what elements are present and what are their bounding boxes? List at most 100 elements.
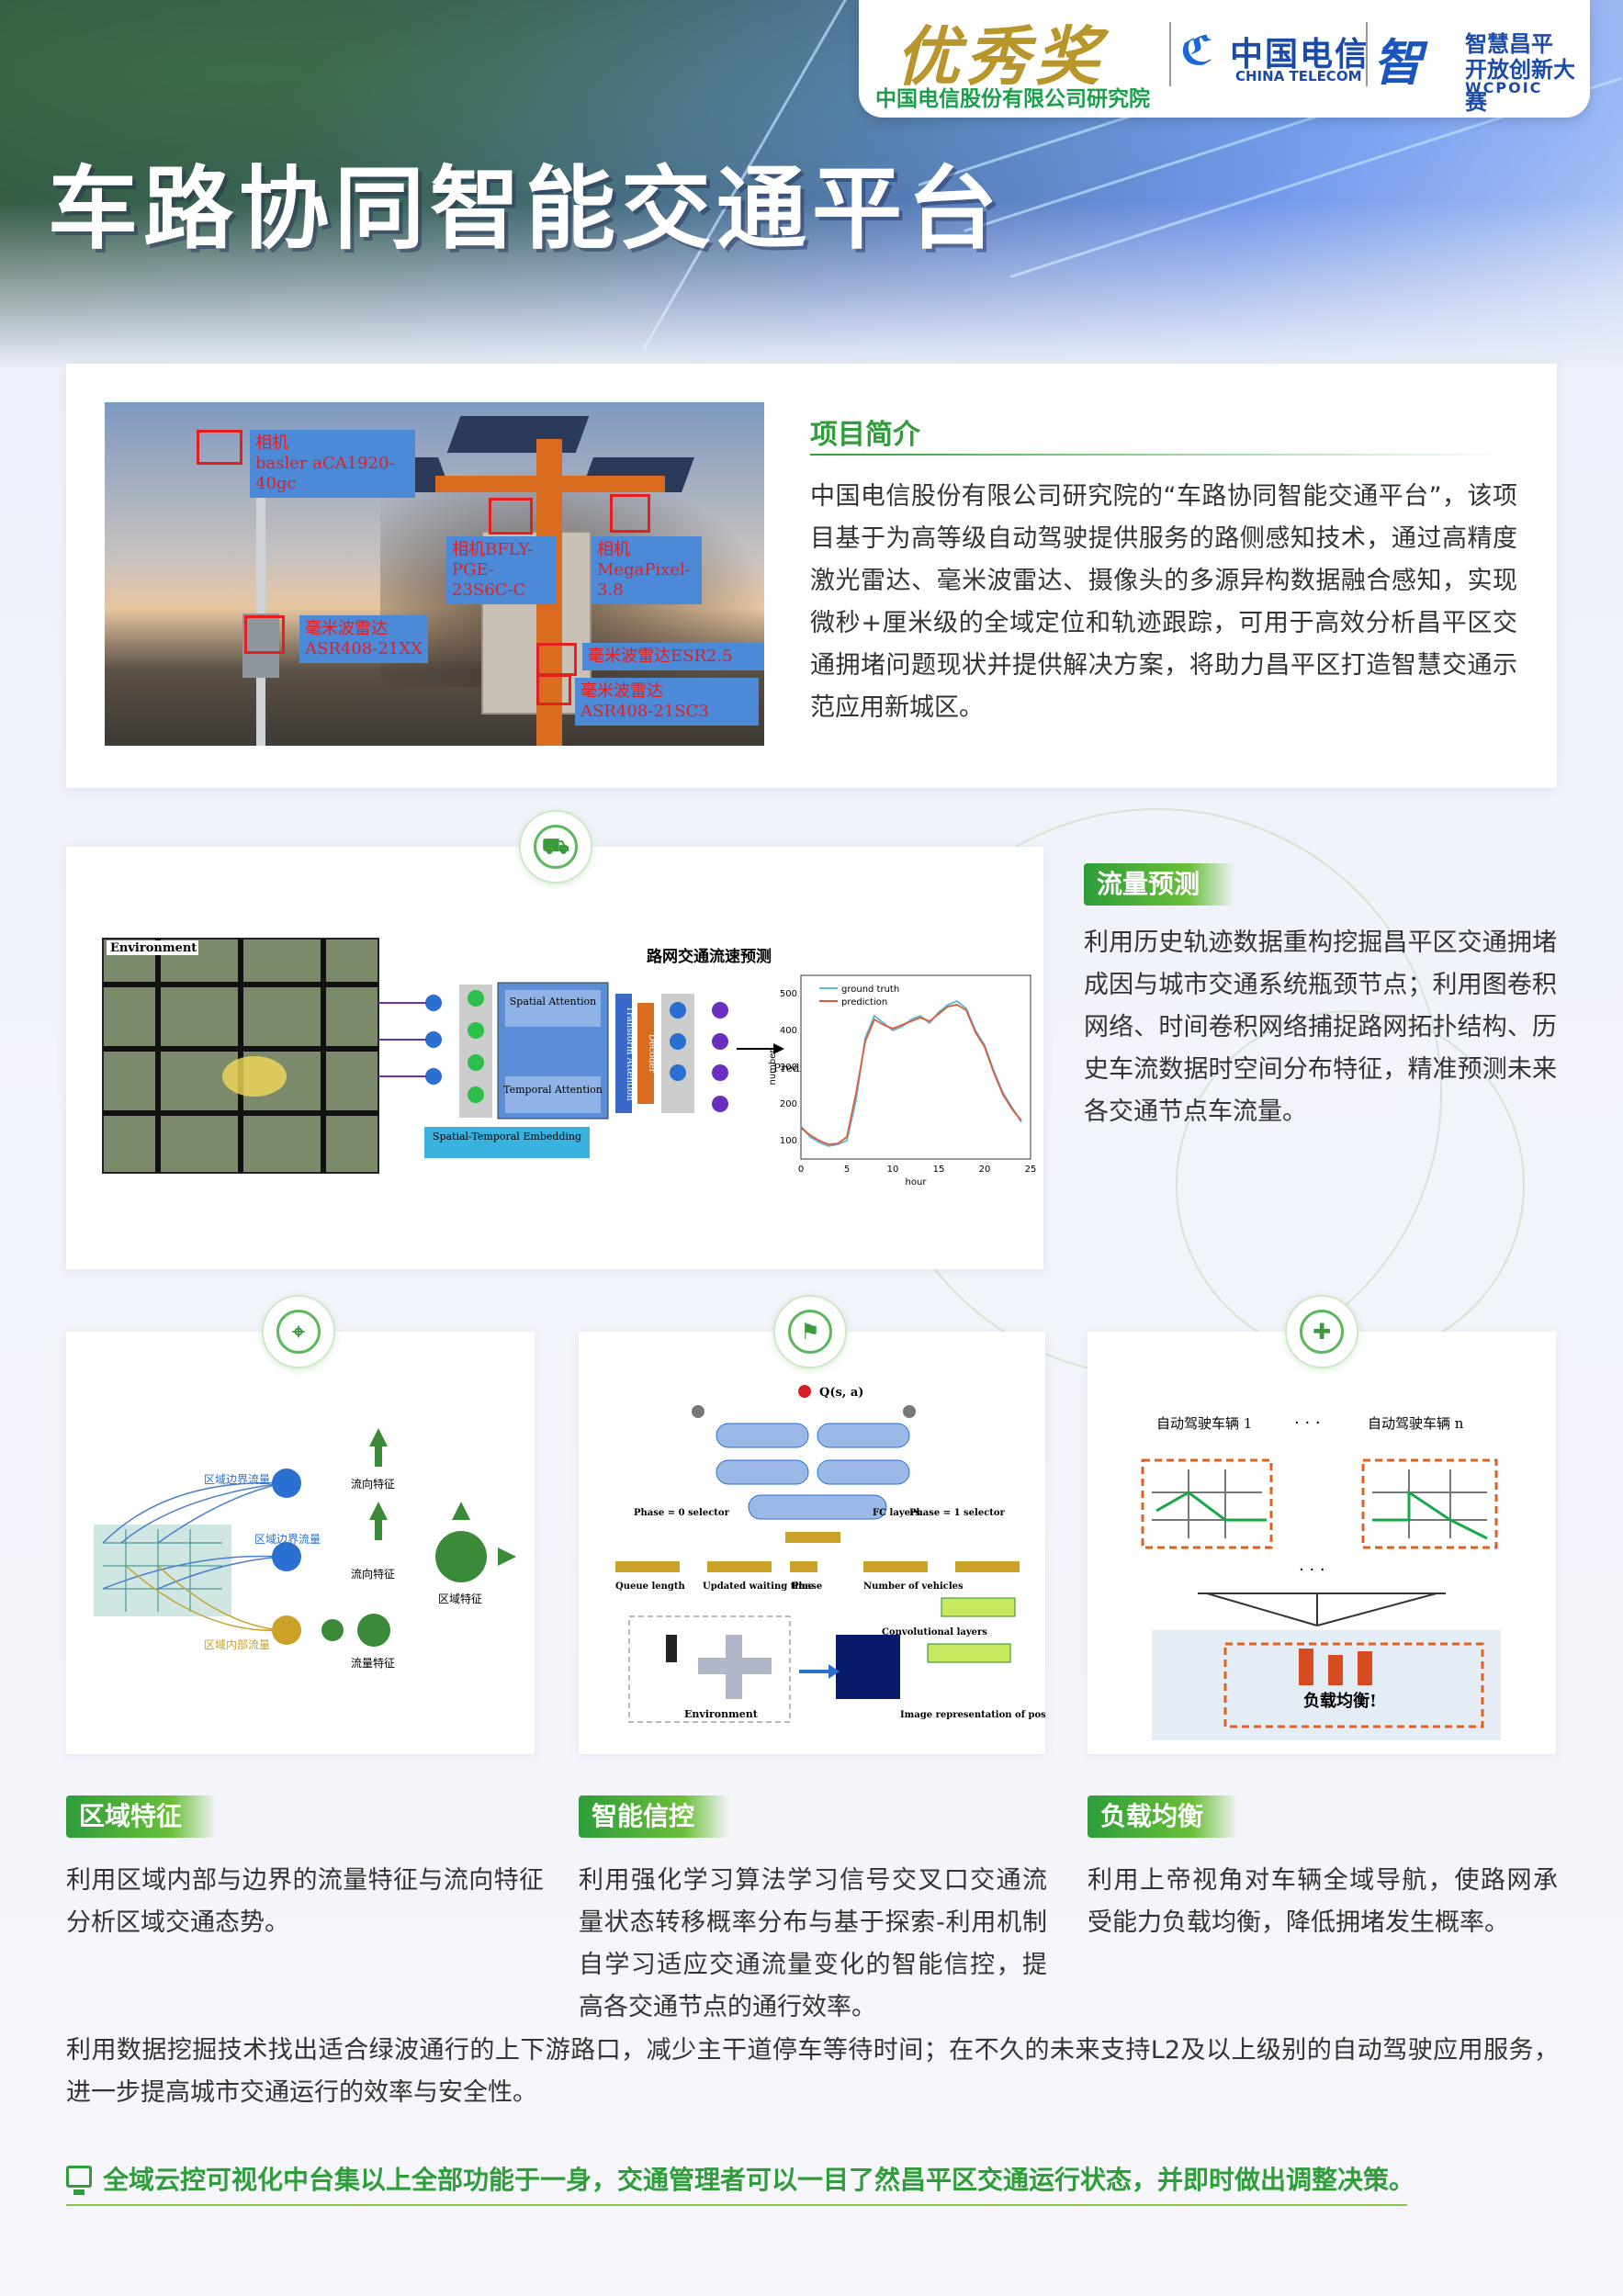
pole	[256, 439, 265, 746]
monitor-icon	[66, 2166, 92, 2188]
up-arrow	[452, 1502, 470, 1520]
camera-marker	[489, 498, 533, 535]
merge-node	[321, 1619, 344, 1641]
prediction-nodes	[712, 1002, 728, 1112]
photo-label-text: 毫米波雷达	[305, 619, 388, 638]
phase0-label: Phase = 0 selector	[634, 1508, 730, 1518]
spatial-box	[505, 990, 601, 1027]
signal-heading: 智能信控	[579, 1795, 730, 1838]
photo-label-text: ASR408-21SC3	[580, 702, 709, 721]
boundary-label-2: 区域边界流量	[254, 1533, 321, 1546]
photo-label-text: 毫米波雷达	[580, 681, 663, 701]
divider	[1169, 22, 1171, 86]
region-text: 利用区域内部与边界的流量特征与流向特征分析区域交通态势。	[66, 1866, 544, 1937]
boundary-node	[272, 1542, 301, 1571]
traffic-light-icon	[666, 1635, 677, 1662]
dots-middle: · · ·	[1299, 1560, 1325, 1580]
heading-underline	[810, 454, 1508, 456]
award-org: 中国电信股份有限公司研究院	[875, 87, 1150, 111]
plot-area	[800, 974, 1031, 1160]
arrow-stem	[375, 1446, 382, 1467]
selector-node	[692, 1405, 704, 1418]
balance-text: 利用上帝视角对车辆全域导航，使路网承受能力负载均衡，降低拥堵发生概率。	[1088, 1866, 1558, 1937]
photo-label-text: 毫米波雷达ESR2.5	[588, 647, 733, 666]
photo-label: 毫米波雷达 ASR408-21XX	[299, 615, 428, 663]
map-pin-icon: ⌖	[276, 1310, 321, 1354]
y-tick-label: 400	[780, 1026, 797, 1036]
balanced-network	[1223, 1642, 1484, 1728]
radar-marker	[244, 615, 285, 654]
region-badge: ⌖	[262, 1295, 335, 1368]
balance-heading: 负载均衡	[1088, 1795, 1239, 1838]
region-figure-card: 区域边界流量 区域边界流量 区域内部流量 流向特征 流向特征 流量特征 区域特征	[66, 1332, 535, 1754]
env-label-bg	[107, 940, 198, 955]
camera-marker	[197, 430, 242, 465]
photo-label-text: 相机	[597, 540, 630, 559]
conv-vector	[955, 1561, 1020, 1572]
telecom-name: 中国电信	[1230, 36, 1370, 73]
x-axis-label: hour	[906, 1177, 928, 1187]
arrow-stem	[375, 1520, 382, 1540]
fc-layers	[716, 1423, 910, 1520]
signal-badge: ⚑	[773, 1295, 847, 1368]
road-network-n	[1361, 1458, 1498, 1549]
output-nodes	[670, 1002, 686, 1081]
queue-vector	[615, 1561, 680, 1572]
bottom-text: 利用数据挖掘技术找出适合绿波通行的上下游路口，减少主干道停车等待时间；在不久的未…	[66, 2036, 1559, 2107]
env-label: Environment	[110, 941, 197, 955]
state-vector	[785, 1532, 840, 1543]
car1-label: 自动驾驶车辆 1	[1156, 1415, 1252, 1432]
environment-label: Environment	[684, 1708, 759, 1720]
x-tick-label: 0	[798, 1165, 804, 1175]
flow-bar	[1299, 1649, 1313, 1685]
photo-label-text: MegaPixel-3.8	[597, 560, 691, 600]
inner-curves	[125, 1565, 283, 1632]
fc-label: FC layers	[873, 1508, 920, 1518]
page-title: 车路协同智能交通平台	[48, 157, 1004, 262]
balance-badge: ✚	[1285, 1295, 1358, 1368]
temporal-label: Temporal Attention	[503, 1084, 603, 1096]
telecom-name-en: CHINA TELECOM	[1235, 68, 1362, 84]
inner-label: 区域内部流量	[204, 1638, 270, 1651]
embedding-label: Spatial-Temporal Embedding	[433, 1131, 581, 1142]
up-arrow	[369, 1428, 388, 1446]
conv-layers	[927, 1597, 1016, 1663]
y-tick-label: 300	[780, 1063, 797, 1073]
num-label: Number of vehicles	[863, 1581, 964, 1592]
dots-top: · · ·	[1294, 1413, 1321, 1433]
region-node	[435, 1531, 487, 1582]
x-tick-label: 10	[887, 1165, 899, 1175]
china-telecom-logo-icon: ℭ	[1180, 28, 1214, 74]
flow-diagram: Environment Spatial Attention Temporal A…	[102, 938, 1037, 1187]
signal-diagram: Q(s, a) Phase = 0 selector Phase = 1 sel…	[615, 1385, 1045, 1723]
right-arrow	[498, 1548, 516, 1566]
photo-label: 毫米波雷达 ASR408-21SC3	[575, 678, 759, 726]
contest-line1: 智慧昌平	[1465, 31, 1553, 57]
pole-arm	[435, 476, 665, 492]
region-diagram: 区域边界流量 区域边界流量 区域内部流量 流向特征 流向特征 流量特征 区域特征	[94, 1428, 516, 1670]
image-label: Image representation of positions of car…	[900, 1710, 1045, 1720]
selector-node	[903, 1405, 916, 1418]
arrow-head	[773, 1043, 784, 1054]
region-feature-label: 区域特征	[438, 1592, 482, 1605]
balance-label: 负载均衡!	[1303, 1691, 1377, 1711]
intro-heading: 项目简介	[810, 419, 920, 451]
decoder-label: Decoder	[647, 1034, 657, 1074]
legend-label: ground truth	[841, 985, 899, 995]
balance-diagram: 自动驾驶车辆 1 · · · 自动驾驶车辆 n · · · 负载均衡!	[1141, 1413, 1501, 1740]
x-tick-label: 15	[933, 1165, 945, 1175]
radar-marker	[536, 643, 577, 676]
x-tick-label: 25	[1025, 1165, 1037, 1175]
flow-heading: 流量预测	[1084, 863, 1235, 906]
photo-label-text: ASR408-21XX	[305, 639, 423, 658]
camera-marker	[610, 494, 650, 533]
cabinet	[242, 613, 279, 678]
up-arrow	[369, 1502, 388, 1520]
photo-label: 毫米波雷达ESR2.5	[582, 643, 764, 670]
signal-text: 利用强化学习算法学习信号交叉口交通流量状态转移概率分布与基于探索-利用机制自学习…	[579, 1866, 1047, 2021]
legend-label: prediction	[841, 997, 887, 1007]
y-tick-label: 200	[780, 1099, 797, 1109]
boundary-node	[272, 1469, 301, 1498]
photo-label: 相机 MegaPixel-3.8	[592, 536, 702, 604]
